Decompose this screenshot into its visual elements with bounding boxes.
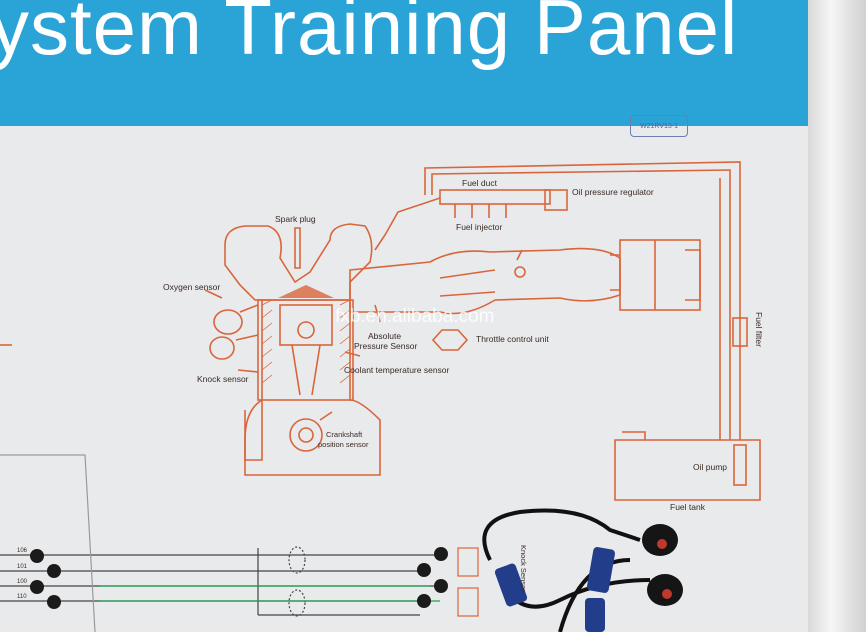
- wire-label-110: 110: [17, 594, 27, 600]
- oil-pump-shape: [733, 444, 747, 486]
- header-banner: ystem Training Panel: [0, 0, 866, 126]
- label-spark-plug: Spark plug: [275, 214, 316, 224]
- label-crankshaft-1: Crankshaft: [326, 430, 363, 439]
- panel-frame-right: [808, 0, 866, 632]
- circuit-wires: [0, 554, 440, 602]
- blue-connector-2: [586, 547, 616, 593]
- label-fuel-tank: Fuel tank: [670, 502, 705, 512]
- sensor-cable: [482, 508, 641, 561]
- exhaust-pipe-2: [209, 336, 235, 360]
- cylinder-head: [224, 223, 373, 301]
- exhaust-pipe-1: [213, 309, 243, 335]
- label-absolute-2: Pressure Sensor: [354, 341, 418, 351]
- label-throttle-control-unit: Throttle control unit: [476, 334, 549, 344]
- terminal-6: [417, 563, 431, 577]
- label-fuel-duct: Fuel duct: [462, 178, 497, 188]
- crankcase: [244, 399, 381, 476]
- fuel-line-top-inner: [431, 169, 731, 440]
- spark-plug-shape: [294, 227, 301, 269]
- fuel-rail: [439, 189, 551, 205]
- terminal-5: [434, 547, 448, 561]
- label-fuel-injector: Fuel injector: [456, 222, 503, 232]
- terminal-4: [47, 595, 61, 609]
- label-oil-pump: Oil pump: [693, 462, 728, 472]
- throttle-control-unit-shape: [431, 329, 469, 351]
- label-oil-pressure-regulator: Oil pressure regulator: [572, 187, 654, 197]
- label-oxygen-sensor: Oxygen sensor: [163, 282, 221, 292]
- label-coolant-temperature-sensor: Coolant temperature sensor: [344, 365, 450, 375]
- crank-gear: [289, 418, 323, 452]
- intake-manifold: [349, 247, 621, 315]
- label-absolute-1: Absolute: [368, 331, 402, 341]
- fuel-tank: [614, 439, 761, 501]
- terminal-2: [47, 564, 61, 578]
- blue-connector-3: [585, 598, 605, 632]
- terminal-3: [30, 580, 44, 594]
- wire-label-106: 106: [17, 548, 28, 554]
- label-crankshaft-2: position sensor: [318, 440, 369, 449]
- stamp-label: W21RV13-1: [630, 115, 688, 137]
- wire-label-100: 100: [17, 579, 28, 585]
- terminal-8: [417, 594, 431, 608]
- terminal-1: [30, 549, 44, 563]
- blue-connector-1: [494, 563, 528, 607]
- fuel-filter-shape: [732, 317, 748, 347]
- fuel-line-top: [424, 161, 741, 440]
- watermark: fxb.en.alibaba.com: [335, 306, 495, 327]
- label-knock-sensor: Knock sensor: [197, 374, 249, 384]
- label-knock-sensor-vertical: Knock Sensor: [519, 545, 528, 592]
- piston: [279, 304, 333, 346]
- terminal-7: [434, 579, 448, 593]
- wire-label-101: 101: [17, 564, 28, 570]
- panel-title: ystem Training Panel: [0, 0, 739, 71]
- oil-pressure-regulator-shape: [544, 189, 568, 211]
- label-fuel-filter: Fuel filter: [754, 312, 764, 347]
- cylinder-block: [257, 299, 354, 401]
